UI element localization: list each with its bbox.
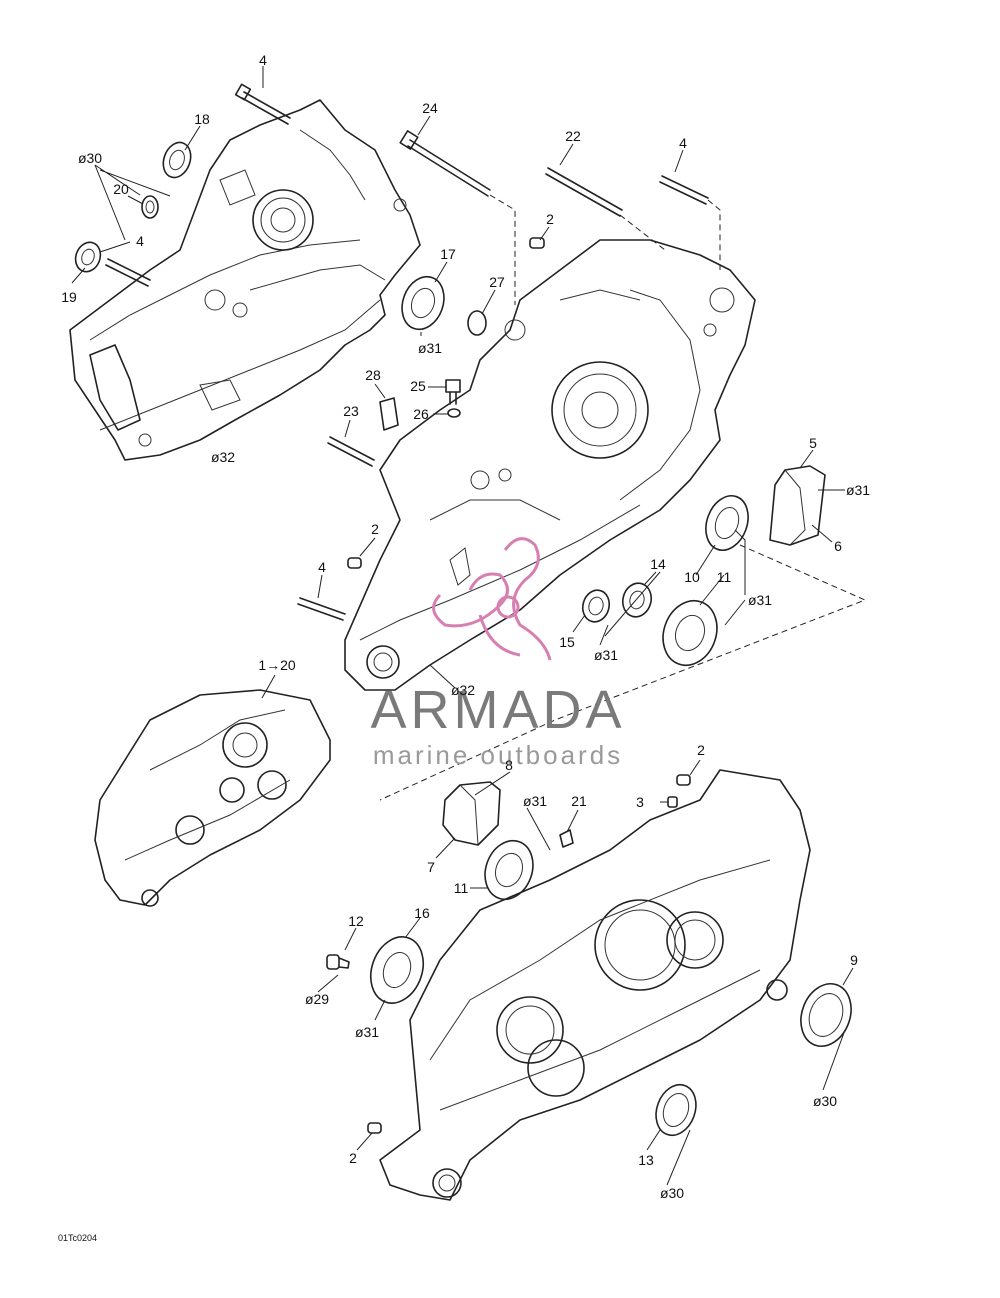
callout-14: 14: [650, 556, 666, 572]
dowel-pin-2-upper: [529, 237, 545, 249]
callout-4: 4: [136, 233, 144, 249]
armada-logo-mark: [432, 537, 552, 661]
callout-18: 18: [194, 111, 210, 127]
bearing-11-lower: [484, 839, 534, 901]
armada-logo: ARMADA marine outboards: [370, 537, 625, 770]
callout-31: ø31: [594, 647, 618, 663]
bolt-24: [399, 130, 491, 197]
half-bearing-7-8: [442, 781, 501, 846]
dowel-pin-2-lower-left: [367, 1122, 382, 1134]
bearing-16: [369, 936, 425, 1004]
callout-25: 25: [410, 378, 426, 394]
callout-28: 28: [365, 367, 381, 383]
callout-1-to-20: 1→20: [258, 657, 296, 673]
callout-9: 9: [850, 952, 858, 968]
bolt-22: [545, 167, 623, 217]
callout-15: 15: [559, 634, 575, 650]
oil-seal-18: [162, 141, 192, 179]
callout-30: ø30: [78, 150, 102, 166]
watermark-brand: ARMADA: [370, 680, 625, 740]
callout-29: ø29: [305, 991, 329, 1007]
callout-17: 17: [440, 246, 456, 262]
bearing-15: [581, 589, 611, 623]
callout-19: 19: [61, 289, 77, 305]
oil-seal-9: [800, 983, 852, 1047]
assembly-line-22: [619, 214, 666, 251]
callout-10: 10: [684, 569, 700, 585]
plug-12: [326, 954, 350, 970]
dowel-pin-2-mid: [347, 557, 362, 569]
callout-6: 6: [834, 538, 842, 554]
crankcase-left-half: [69, 99, 421, 461]
callout-31: ø31: [418, 340, 442, 356]
callout-26: 26: [413, 406, 429, 422]
watermark-tagline: marine outboards: [373, 740, 623, 770]
callout-21: 21: [571, 793, 587, 809]
callout-labels: 4 18 ø30 20 4 19 ø32 24 22 4 2 17 27 ø31…: [61, 52, 870, 1201]
callout-31: ø31: [355, 1024, 379, 1040]
clip-28: [379, 397, 399, 431]
callout-2: 2: [697, 742, 705, 758]
bolt-4-left: [105, 258, 151, 287]
callout-32: ø32: [451, 682, 475, 698]
dowel-pin-2-lower-right: [676, 774, 691, 786]
callout-3: 3: [636, 794, 644, 810]
assembly-line-center: [379, 544, 867, 801]
bearing-17: [401, 275, 445, 331]
callout-8: 8: [505, 757, 513, 773]
callout-24: 24: [422, 100, 438, 116]
bolt-4-upper-left: [234, 83, 291, 125]
callout-2: 2: [349, 1150, 357, 1166]
bearing-10: [705, 495, 749, 551]
bolt-4-lower-left: [297, 597, 346, 621]
callout-4: 4: [679, 135, 687, 151]
fitting-25: [445, 379, 461, 405]
washer-26: [447, 408, 461, 418]
callout-22: 22: [565, 128, 581, 144]
callout-32: ø32: [211, 449, 235, 465]
o-ring-21: [559, 829, 574, 848]
callout-5: 5: [809, 435, 817, 451]
callout-16: 16: [414, 905, 430, 921]
callout-31: ø31: [846, 482, 870, 498]
leader-lines: [71, 66, 854, 1186]
callout-12: 12: [348, 913, 364, 929]
diagram-code: 01Tc0204: [58, 1233, 97, 1243]
plug-3: [667, 796, 678, 808]
assembly-line-4: [707, 199, 721, 270]
o-ring-27: [467, 310, 487, 336]
ring-20: [141, 195, 159, 219]
assembled-crankcase-view: [94, 689, 331, 907]
crankcase-right-half: [379, 769, 811, 1201]
callout-30: ø30: [660, 1185, 684, 1201]
callout-30: ø30: [813, 1093, 837, 1109]
callout-13: 13: [638, 1152, 654, 1168]
callout-31: ø31: [748, 592, 772, 608]
callout-31: ø31: [523, 793, 547, 809]
callout-23: 23: [343, 403, 359, 419]
callout-2: 2: [546, 211, 554, 227]
callout-11: 11: [717, 569, 732, 585]
callout-11: 11: [454, 880, 469, 896]
callout-27: 27: [489, 274, 505, 290]
half-bearing-5-6: [769, 465, 826, 546]
bolt-23: [327, 436, 375, 467]
callout-4: 4: [318, 559, 326, 575]
oil-seal-13: [655, 1083, 697, 1137]
callout-2: 2: [371, 521, 379, 537]
bolt-4-upper-right: [659, 175, 709, 205]
callout-7: 7: [427, 859, 435, 875]
bearing-14: [621, 582, 653, 618]
callout-20: 20: [113, 181, 129, 197]
callout-4: 4: [259, 52, 267, 68]
crankcase-center-half: [344, 239, 756, 691]
assembly-line-24: [489, 194, 516, 305]
bearing-11-upper: [662, 599, 718, 667]
oil-seal-19: [74, 241, 102, 273]
